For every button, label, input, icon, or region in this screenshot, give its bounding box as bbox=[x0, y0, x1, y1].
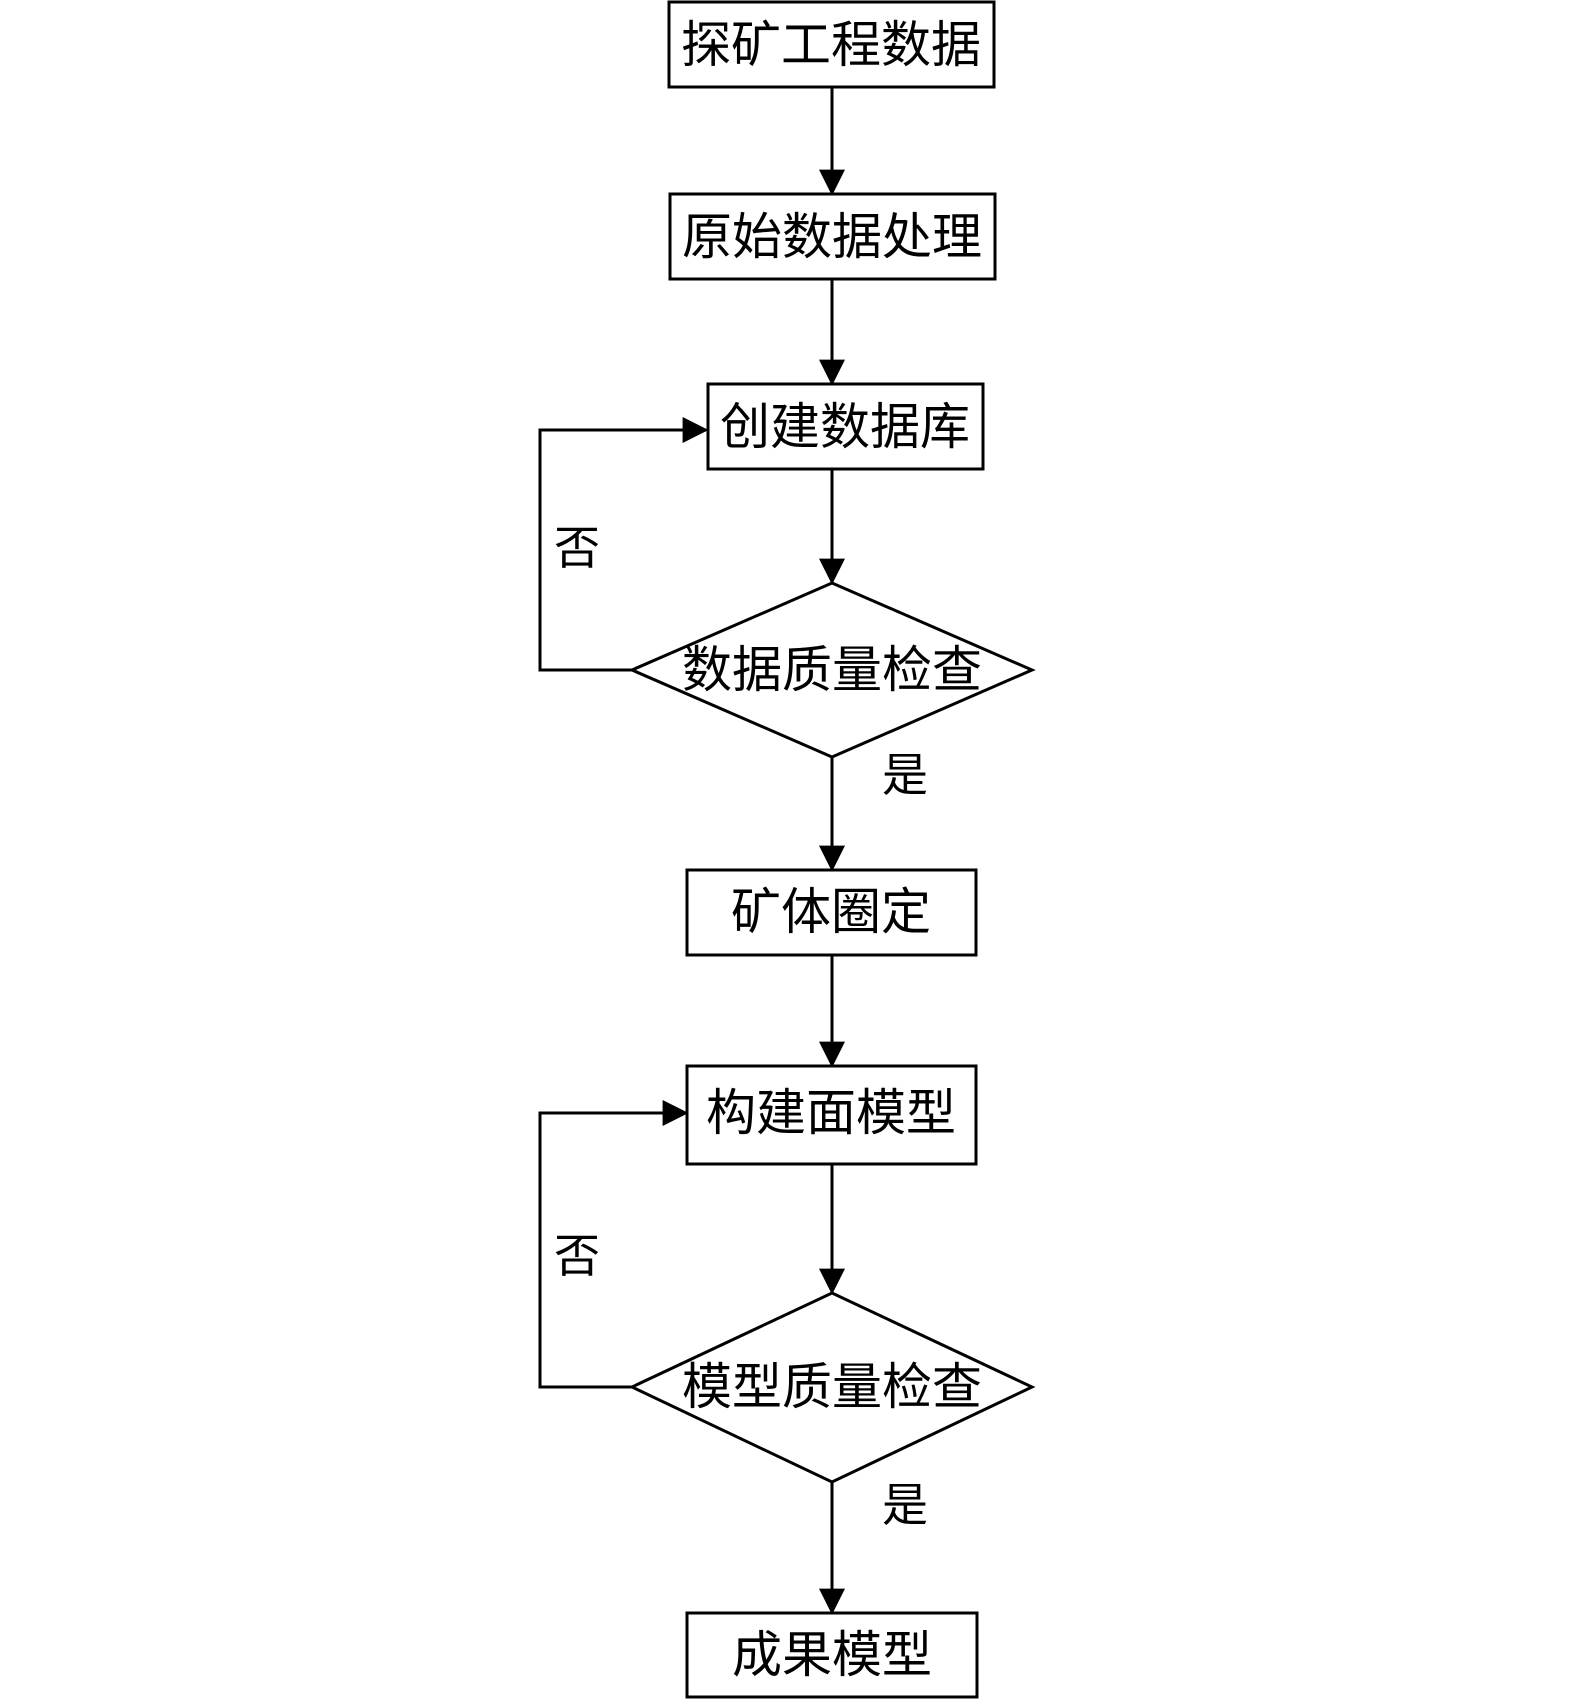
node-label-final-model: 成果模型 bbox=[732, 1626, 932, 1684]
process-box bbox=[706, 382, 985, 471]
node-raw-data-processing: 原始数据处理 bbox=[668, 192, 997, 281]
node-label-build-surface-model: 构建面模型 bbox=[706, 1084, 956, 1142]
process-box bbox=[667, 0, 996, 89]
node-label-raw-data-processing: 原始数据处理 bbox=[682, 208, 982, 266]
process-box bbox=[685, 1611, 979, 1699]
decision-diamond bbox=[628, 581, 1036, 759]
branch-label-yes-data-check: 是 bbox=[882, 748, 928, 802]
branch-label-no-data-check: 否 bbox=[554, 521, 600, 575]
branch-label-yes-model-check: 是 bbox=[882, 1478, 928, 1532]
arrow-data-check-no-loop bbox=[538, 417, 709, 672]
node-label-orebody-delineation: 矿体圈定 bbox=[731, 883, 931, 941]
node-label-exploration-data: 探矿工程数据 bbox=[681, 16, 981, 74]
process-box bbox=[685, 868, 978, 957]
process-box bbox=[685, 1064, 978, 1166]
node-exploration-data: 探矿工程数据 bbox=[667, 0, 996, 89]
node-label-create-database: 创建数据库 bbox=[720, 398, 970, 456]
decision-diamond bbox=[628, 1291, 1036, 1484]
node-orebody-delineation: 矿体圈定 bbox=[685, 868, 978, 957]
edges bbox=[538, 87, 845, 1615]
node-build-surface-model: 构建面模型 bbox=[685, 1064, 978, 1166]
arrow-model-check-no-loop bbox=[538, 1100, 689, 1389]
node-data-quality-check: 数据质量检查 bbox=[628, 581, 1036, 759]
node-final-model: 成果模型 bbox=[685, 1611, 979, 1699]
node-label-data-quality-check: 数据质量检查 bbox=[682, 641, 982, 699]
node-create-database: 创建数据库 bbox=[706, 382, 985, 471]
process-box bbox=[668, 192, 997, 281]
node-label-model-quality-check: 模型质量检查 bbox=[682, 1358, 982, 1416]
node-model-quality-check: 模型质量检查 bbox=[628, 1291, 1036, 1484]
branch-label-no-model-check: 否 bbox=[554, 1229, 600, 1283]
